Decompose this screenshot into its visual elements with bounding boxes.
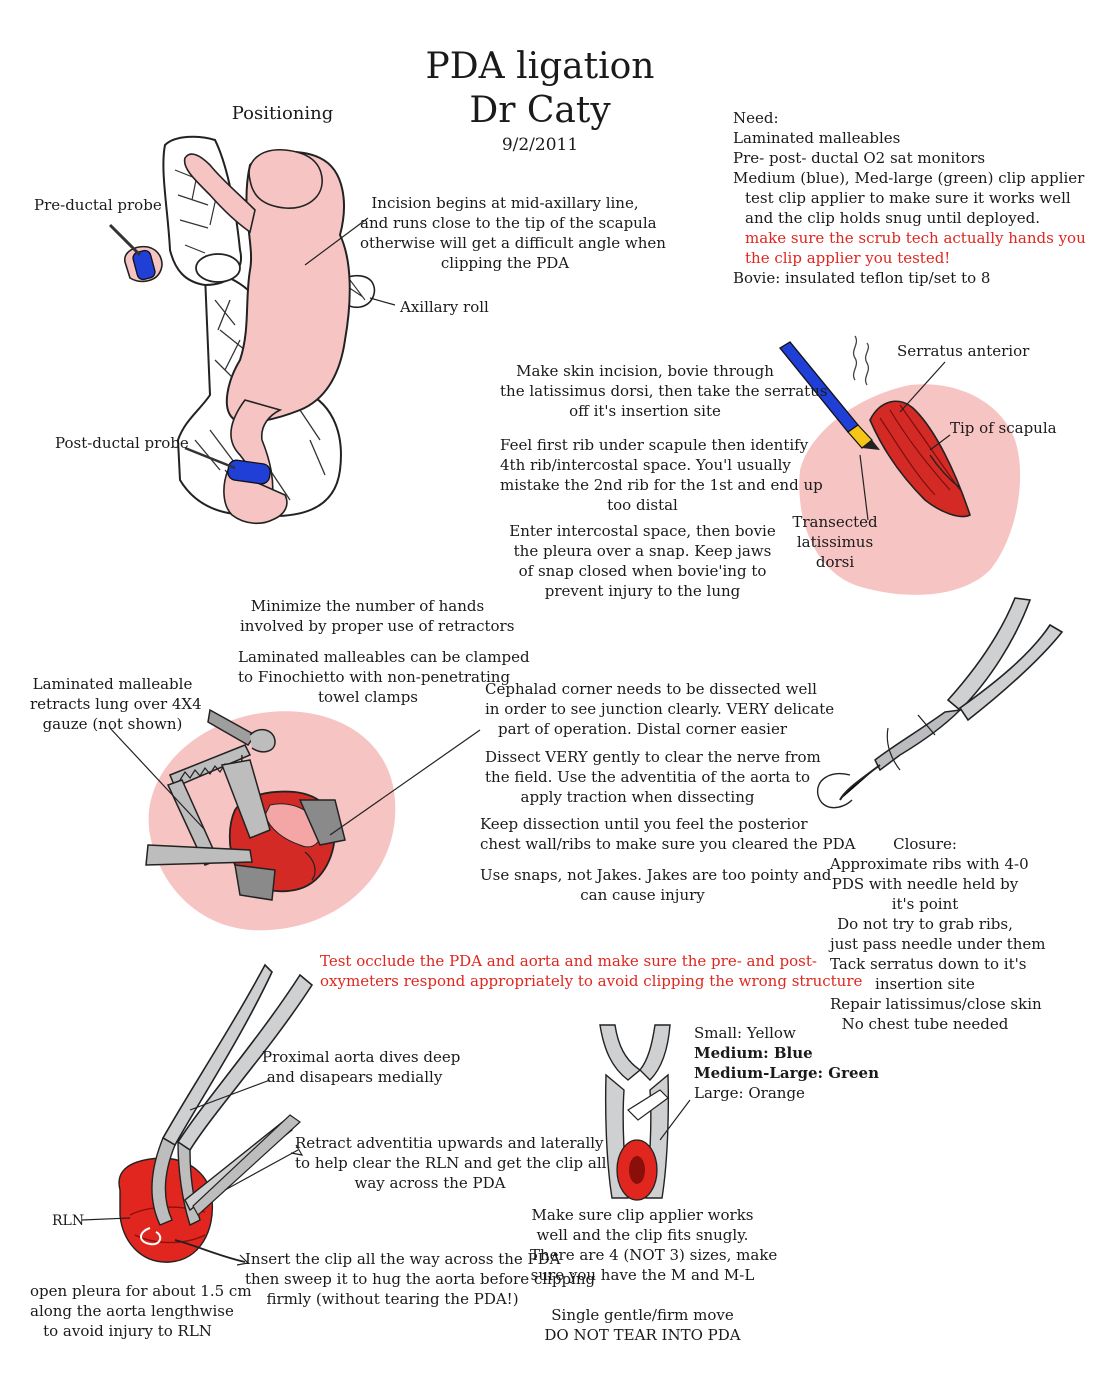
serratus-anterior-label: Serratus anterior: [897, 342, 1030, 360]
pre-ductal-probe-label: Pre-ductal probe: [34, 196, 162, 214]
post-ductal-probe-label: Post-ductal probe: [55, 434, 189, 452]
closure-line: Tack serratus down to it's: [830, 955, 1027, 973]
page-title-line-2: Dr Caty: [469, 90, 611, 131]
clip-applier-tip-illustration: [599, 1024, 691, 1201]
incision-note-line: otherwise will get a difficult angle whe…: [360, 234, 666, 252]
dissection-line: part of operation. Distal corner easier: [497, 720, 788, 738]
closure-line: No chest tube needed: [841, 1015, 1009, 1033]
transected-latissimus-label: Transected: [792, 513, 878, 531]
size-small: Small: Yellow: [694, 1024, 796, 1042]
size-medium: Medium: Blue: [694, 1044, 813, 1062]
insert-clip-note: Insert the clip all the way across the P…: [245, 1250, 561, 1268]
malleable-label: Laminated malleable: [32, 675, 193, 693]
need-line: Need:: [733, 109, 779, 127]
retract-adventitia-note: way across the PDA: [354, 1174, 506, 1192]
malleable-label: retracts lung over 4X4: [30, 695, 202, 713]
dissection-line: Dissect VERY gently to clear the nerve f…: [485, 748, 821, 766]
dissection-line: the field. Use the adventitia of the aor…: [485, 768, 811, 786]
applier-line: sure you have the M and M-L: [530, 1266, 755, 1284]
insert-clip-note: firmly (without tearing the PDA!): [266, 1290, 519, 1308]
dissection-line: can cause injury: [580, 886, 705, 904]
step-line: the pleura over a snap. Keep jaws: [513, 542, 772, 560]
proximal-aorta-note: Proximal aorta dives deep: [262, 1048, 461, 1066]
closure-line: Approximate ribs with 4-0: [830, 855, 1029, 873]
open-pleura-note: to avoid injury to RLN: [43, 1322, 212, 1340]
clip-applier-aorta-illustration: [81, 963, 314, 1266]
muscle-incision-illustration: [779, 335, 1021, 595]
needle-holder-illustration: [816, 597, 1064, 809]
applier-line: Single gentle/firm move: [551, 1306, 734, 1324]
need-line: and the clip holds snug until deployed.: [745, 209, 1040, 227]
need-line: Laminated malleables: [733, 129, 901, 147]
applier-line: Make sure clip applier works: [531, 1206, 754, 1224]
transected-latissimus-label: dorsi: [815, 553, 855, 571]
retractor-field-illustration: [109, 708, 481, 931]
laminated-malleables-note: towel clamps: [317, 688, 418, 706]
step-line: mistake the 2nd rib for the 1st and end …: [500, 476, 823, 494]
step-line: prevent injury to the lung: [544, 582, 741, 600]
retract-adventitia-note: to help clear the RLN and get the clip a…: [295, 1154, 607, 1172]
laminated-malleables-note: to Finochietto with non-penetrating: [238, 668, 511, 686]
proximal-aorta-note: and disapears medially: [266, 1068, 443, 1086]
step-line: too distal: [607, 496, 678, 514]
closure-line: insertion site: [875, 975, 975, 993]
closure-line: Do not try to grab ribs,: [837, 915, 1013, 933]
step-line: the latissimus dorsi, then take the serr…: [500, 382, 828, 400]
transected-latissimus-label: latissimus: [796, 533, 874, 551]
closure-line: Repair latissimus/close skin: [830, 995, 1042, 1013]
need-line: Pre- post- ductal O2 sat monitors: [733, 149, 986, 167]
step-line: 4th rib/intercostal space. You'l usually: [500, 456, 791, 474]
scrub-tech-warning: the clip applier you tested!: [745, 249, 951, 267]
step-line: Enter intercostal space, then bovie: [509, 522, 776, 540]
positioning-heading: Positioning: [231, 103, 334, 124]
rln-label: RLN: [52, 1213, 85, 1229]
step-line: Make skin incision, bovie through: [516, 362, 774, 380]
dissection-line: Keep dissection until you feel the poste…: [480, 815, 808, 833]
step-line: Feel first rib under scapule then identi…: [500, 436, 809, 454]
dissection-line: chest wall/ribs to make sure you cleared…: [480, 835, 856, 853]
closure-line: Closure:: [893, 835, 957, 853]
open-pleura-note: open pleura for about 1.5 cm: [30, 1282, 252, 1300]
test-occlude-warning: oxymeters respond appropriately to avoid…: [320, 972, 863, 990]
dissection-line: Cephalad corner needs to be dissected we…: [485, 680, 817, 698]
incision-note-line: and runs close to the tip of the scapula: [360, 214, 657, 232]
incision-note-line: clipping the PDA: [440, 254, 570, 272]
tip-of-scapula-label: Tip of scapula: [950, 419, 1057, 437]
bovie-setting: Bovie: insulated teflon tip/set to 8: [733, 269, 991, 287]
axillary-roll-label: Axillary roll: [400, 298, 489, 316]
insert-clip-note: then sweep it to hug the aorta before cl…: [245, 1270, 596, 1288]
scrub-tech-warning: make sure the scrub tech actually hands …: [745, 229, 1086, 247]
closure-line: PDS with needle held by: [831, 875, 1019, 893]
need-line: Medium (blue), Med-large (green) clip ap…: [733, 169, 1085, 187]
closure-line: just pass needle under them: [830, 935, 1046, 953]
retract-adventitia-note: Retract adventitia upwards and laterally: [295, 1134, 604, 1152]
dissection-line: apply traction when dissecting: [520, 788, 755, 806]
applier-line: There are 4 (NOT 3) sizes, make: [530, 1246, 778, 1264]
incision-note-line: Incision begins at mid-axillary line,: [371, 194, 639, 212]
applier-line: well and the clip fits snugly.: [536, 1226, 749, 1244]
dissection-line: in order to see junction clearly. VERY d…: [485, 700, 835, 718]
need-line: test clip applier to make sure it works …: [745, 189, 1071, 207]
size-medium-large: Medium-Large: Green: [694, 1064, 880, 1082]
malleable-label: gauze (not shown): [42, 715, 183, 733]
open-pleura-note: along the aorta lengthwise: [30, 1302, 234, 1320]
test-occlude-warning: Test occlude the PDA and aorta and make …: [320, 952, 817, 970]
laminated-malleables-note: Laminated malleables can be clamped: [238, 648, 530, 666]
applier-line: DO NOT TEAR INTO PDA: [544, 1326, 741, 1344]
page-title-line-1: PDA ligation: [425, 46, 655, 87]
size-large: Large: Orange: [694, 1084, 805, 1102]
step-line: off it's insertion site: [569, 402, 721, 420]
dissection-line: Use snaps, not Jakes. Jakes are too poin…: [480, 866, 832, 884]
infant-positioning-illustration: [108, 135, 396, 525]
step-line: of snap closed when bovie'ing to: [518, 562, 767, 580]
minimize-hands-note: involved by proper use of retractors: [240, 617, 515, 635]
page-date: 9/2/2011: [501, 135, 579, 155]
closure-line: it's point: [891, 895, 959, 913]
minimize-hands-note: Minimize the number of hands: [250, 597, 485, 615]
